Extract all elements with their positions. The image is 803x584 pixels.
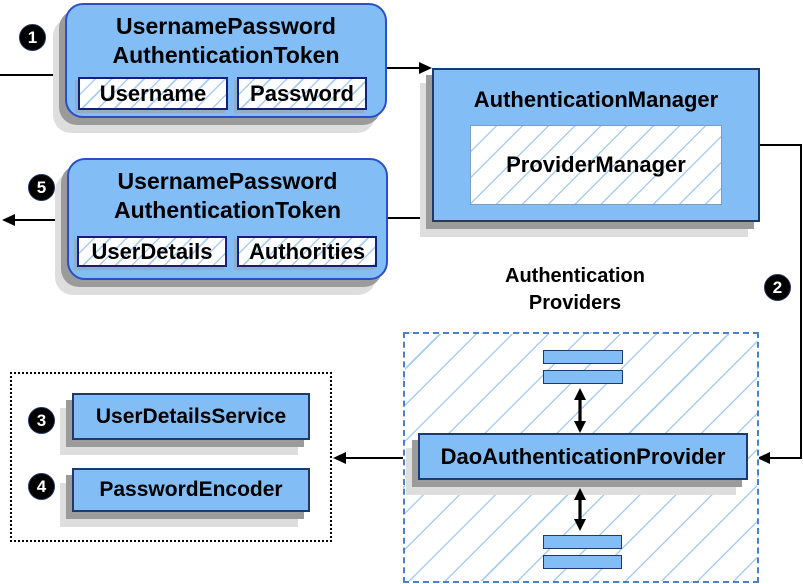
request-token-title: UsernamePassword AuthenticationToken xyxy=(67,5,385,70)
user-details-field: UserDetails xyxy=(77,236,227,267)
step-2-badge: 2 xyxy=(764,274,791,301)
provider-placeholder-bar xyxy=(543,535,622,549)
step-1-badge: 1 xyxy=(19,24,46,51)
connector-step2-vertical xyxy=(800,144,802,459)
result-token-box: UsernamePassword AuthenticationToken Use… xyxy=(67,158,388,280)
result-token-title-line-2: AuthenticationToken xyxy=(113,197,341,223)
provider-placeholder-bar xyxy=(543,350,623,364)
password-field: Password xyxy=(237,77,367,110)
result-token-title-line-1: UsernamePassword xyxy=(117,168,338,194)
arrowhead-left-icon xyxy=(2,214,15,226)
step-5-badge: 5 xyxy=(28,174,55,201)
result-token-title: UsernamePassword AuthenticationToken xyxy=(69,160,386,225)
bidirectional-arrow-icon xyxy=(574,388,586,433)
connector-step5-outgoing xyxy=(14,219,68,221)
dao-authentication-provider-label: DaoAuthenticationProvider xyxy=(440,443,726,469)
authentication-manager-label: AuthenticationManager xyxy=(473,87,719,112)
connector-token-to-manager xyxy=(387,67,420,69)
connector-step1-incoming xyxy=(0,74,66,76)
authentication-providers-heading: Authentication Providers xyxy=(450,263,700,317)
dao-authentication-provider-box: DaoAuthenticationProvider xyxy=(418,433,748,480)
provider-manager-label: ProviderManager xyxy=(506,152,686,177)
arrowhead-left-icon xyxy=(333,452,346,464)
password-encoder-label: PasswordEncoder xyxy=(99,478,283,501)
connector-step2-horizontal-top xyxy=(760,144,802,146)
provider-manager-box: ProviderManager xyxy=(470,125,722,205)
connector-step2-horizontal-bottom xyxy=(769,457,802,459)
step-4-badge: 4 xyxy=(28,473,55,500)
request-token-title-line-1: UsernamePassword xyxy=(116,13,336,39)
heading-line-1: Authentication xyxy=(505,265,645,287)
username-field: Username xyxy=(78,77,228,110)
arrowhead-left-icon xyxy=(757,452,770,464)
heading-line-2: Providers xyxy=(528,292,622,314)
bidirectional-arrow-icon xyxy=(574,488,586,531)
provider-placeholder-bar xyxy=(543,370,623,384)
user-details-service-label: UserDetailsService xyxy=(95,404,287,428)
authorities-field: Authorities xyxy=(237,236,377,267)
provider-placeholder-bar xyxy=(543,555,622,569)
services-container xyxy=(10,372,332,542)
password-encoder-box: PasswordEncoder xyxy=(72,468,310,512)
connector-manager-to-token xyxy=(388,217,433,219)
connector-dao-to-services xyxy=(345,457,419,459)
request-token-box: UsernamePassword AuthenticationToken Use… xyxy=(65,3,387,118)
authentication-manager-box: AuthenticationManager ProviderManager xyxy=(432,68,760,222)
request-token-title-line-2: AuthenticationToken xyxy=(112,42,340,68)
arrowhead-right-icon xyxy=(419,62,432,74)
step-3-badge: 3 xyxy=(28,407,55,434)
user-details-service-box: UserDetailsService xyxy=(72,393,310,440)
